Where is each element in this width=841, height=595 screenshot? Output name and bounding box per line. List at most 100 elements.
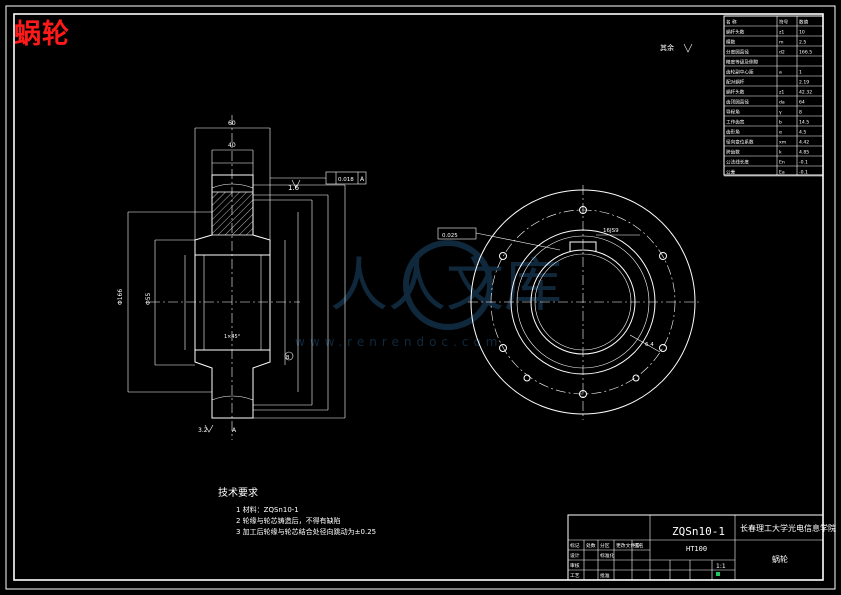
bolt-hole (659, 344, 667, 352)
scale-label: 1:1 (716, 563, 726, 570)
param-cell: 齿形角 (726, 128, 740, 135)
sig-cell: 审核 (570, 562, 580, 569)
param-cell: 径向变位系数 (726, 138, 754, 145)
param-cell: 14.5 (799, 119, 809, 125)
dim-hub-width-label: 40 (228, 142, 236, 149)
school-label: 长春理工大学光电信息学院 (740, 523, 836, 533)
datum-a-bottom: A (232, 427, 237, 434)
hub-outer (510, 229, 656, 375)
param-cell: 4.5 (799, 129, 806, 135)
bore-chamfer (534, 253, 632, 351)
tolerance-value: 0.018 (338, 177, 354, 183)
bolt-hole-small (632, 374, 640, 382)
tech-item-2: 2 轮缘与轮芯铸造后，不得有缺陷 (236, 516, 341, 525)
param-cell: b (779, 119, 782, 125)
bolt-hole (579, 206, 587, 214)
surface-mark-symbol (683, 43, 693, 53)
bolt-hole (579, 390, 587, 398)
end-view: 0.025 16JS9 6.4 (437, 185, 700, 420)
param-cell: 齿顶圆直径 (726, 98, 749, 105)
roughness-mark-2: 3.2 (198, 427, 208, 434)
dim-outer-label: Φ166 (117, 289, 124, 305)
surface-mark-label: 其余 (660, 43, 674, 52)
tech-requirements: 技术要求 1 材料：ZQSn10-1 2 轮缘与轮芯铸造后，不得有缺陷 3 加工… (218, 486, 376, 536)
param-cell: z1 (779, 89, 784, 95)
keyway-dim: 16JS9 (603, 228, 619, 234)
sig-cell: 批准 (600, 572, 610, 579)
param-cell: 2.5 (799, 39, 806, 45)
hub-chamfer (516, 235, 650, 369)
param-cell: 工作齿宽 (726, 118, 745, 125)
param-cell: 2.19 (799, 79, 809, 85)
datum-ref: A (360, 176, 365, 183)
sig-cell: 签名 (634, 542, 644, 549)
param-cell: 跨齿数 (726, 148, 740, 155)
param-cell: 蜗杆头数 (726, 28, 745, 35)
sig-cell: 工艺 (570, 573, 580, 579)
param-cell: 4.42 (799, 139, 809, 145)
hatch-top (211, 191, 254, 236)
param-cell: -0.1 (799, 169, 808, 175)
param-cell: 166.5 (799, 49, 812, 55)
param-cell: En (779, 159, 785, 165)
keyway-tol: 0.025 (442, 233, 458, 239)
param-cell: 名 称 (726, 18, 737, 25)
param-cell: α (779, 130, 782, 135)
bolt-hole (499, 344, 507, 352)
bolt-hole-small (523, 374, 531, 382)
param-cell: 精度等级及侧隙 (726, 58, 759, 65)
param-cell: m (779, 40, 784, 45)
param-cell: 配对蜗杆 (726, 78, 745, 85)
sig-cell: 分区 (600, 542, 610, 549)
inner-frame (13, 13, 824, 581)
watermark: 人人文库 www.renrendoc.com (295, 240, 562, 349)
sig-cell: 处数 (586, 542, 596, 549)
sig-cell: 标记 (570, 542, 580, 549)
outer-border (5, 5, 836, 590)
param-cell: 10 (799, 29, 805, 35)
param-cell: 齿轮副中心距 (726, 68, 754, 75)
rim-bottom-curve (211, 395, 254, 401)
bolt-circle (490, 209, 676, 395)
outer-circle (470, 189, 696, 415)
green-mark (716, 572, 720, 576)
keyway-tol-frame (437, 227, 477, 240)
bolt-hole (659, 252, 667, 260)
param-cell: Ea (779, 169, 785, 175)
section-view: Φ166 Φ55 60 40 1.6 0.018 A 1×45° (117, 115, 367, 440)
param-cell: 1 (799, 69, 802, 75)
rim-top-curve (211, 183, 254, 189)
datum-b: B (286, 355, 290, 361)
param-cell: γ (779, 110, 782, 115)
param-cell: xm (779, 140, 787, 145)
tech-item-1: 1 材料：ZQSn10-1 (236, 505, 299, 514)
param-cell: 数值 (799, 18, 809, 25)
param-cell: d2 (779, 49, 785, 55)
sig-cell: 设计 (570, 552, 580, 559)
drawing-title: 蜗轮 (14, 19, 70, 50)
param-cell: 符号 (779, 18, 789, 25)
param-cell: 42.32 (799, 89, 812, 95)
code-label: HT100 (686, 545, 707, 553)
part-name-label: 蜗轮 (772, 554, 788, 564)
tech-item-3: 3 加工后轮缘与轮芯结合处径向跳动为±0.25 (236, 527, 376, 536)
watermark-text: 人人文库 (330, 251, 562, 319)
param-cell: da (779, 99, 785, 105)
sig-cell: 标准化 (600, 552, 615, 559)
bolt-hole (499, 252, 507, 260)
dim-width-label: 60 (228, 120, 236, 127)
param-cell: 分度圆直径 (726, 48, 749, 55)
bore-circle (530, 249, 636, 355)
title-block: ZQSn10-1 HT100 长春理工大学光电信息学院 蜗轮 1:1 标记 处数… (567, 514, 836, 581)
watermark-url: www.renrendoc.com (295, 335, 502, 349)
param-cell: a (779, 70, 782, 75)
param-cell: -0.1 (799, 159, 808, 165)
watermark-ring (403, 240, 493, 330)
param-cell: 模数 (726, 38, 736, 45)
param-cell: 公法线长度 (726, 158, 749, 165)
param-cell: 公差 (726, 168, 736, 175)
param-cell: 蜗杆头数 (726, 88, 745, 95)
chamfer-label: 1×45° (224, 334, 241, 340)
